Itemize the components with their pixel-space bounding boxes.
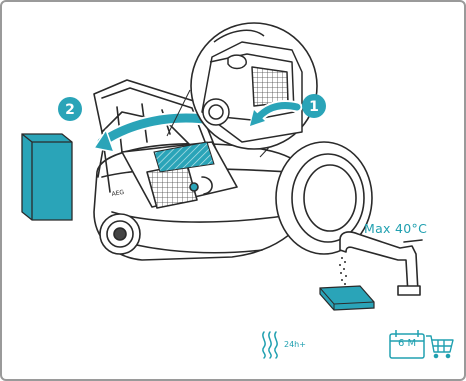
shopping-cart-icon [426,336,453,358]
step-1-number: 1 [309,99,319,115]
washed-filter [320,286,374,310]
tap-icon [340,232,422,295]
replace-interval-label: 6 M [398,338,416,349]
step-2-number: 2 [65,102,75,118]
drying-time-label: 24h+ [284,340,306,349]
drying-waves-icon [263,332,277,358]
step-2-badge: 2 [58,97,82,121]
max-temperature-label: Max 40°C [364,221,427,236]
removed-filter [22,134,72,220]
step-1-badge: 1 [302,94,326,118]
water-stream [339,257,347,289]
